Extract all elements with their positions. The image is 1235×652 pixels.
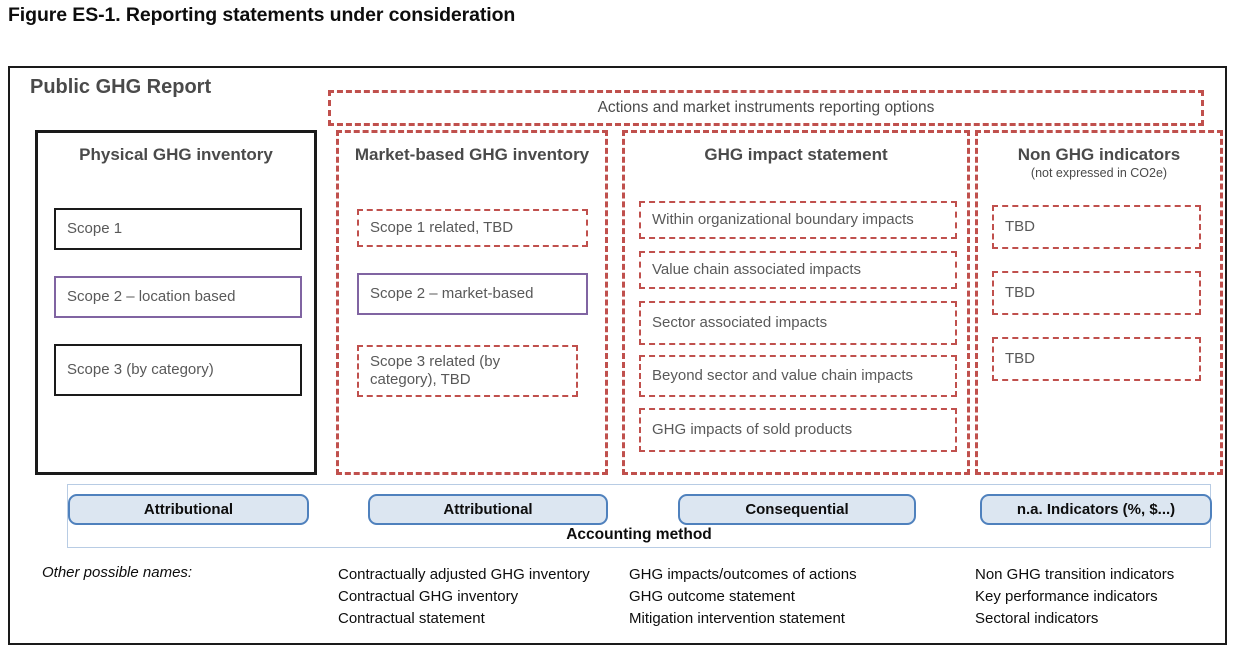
item-tbd-1: TBD [992, 205, 1201, 249]
item-label: Scope 1 [67, 219, 123, 237]
item-scope-3-by-category: Scope 3 (by category) [54, 344, 302, 396]
column-title-market: Market-based GHG inventory [339, 133, 605, 165]
column-title-impact: GHG impact statement [625, 133, 967, 165]
report-title: Public GHG Report [30, 76, 212, 98]
other-possible-names-row: Other possible names: Contractually adju… [35, 560, 1215, 638]
item-label: TBD [1005, 217, 1035, 235]
item-label: Beyond sector and value chain impacts [652, 366, 913, 384]
column-title-physical: Physical GHG inventory [38, 133, 314, 165]
other-name-line: Sectoral indicators [975, 610, 1099, 628]
accounting-button-na-indicators: n.a. Indicators (%, $...) [980, 494, 1212, 525]
item-label: Within organizational boundary impacts [652, 210, 914, 228]
other-name-line: Contractually adjusted GHG inventory [338, 566, 590, 583]
item-label: GHG impacts of sold products [652, 420, 853, 438]
item-scope-2-location-based: Scope 2 – location based [54, 276, 302, 318]
other-name-line: Contractual statement [338, 610, 485, 628]
column-title-text: Physical GHG inventory [79, 145, 273, 164]
column-physical-ghg-inventory: Physical GHG inventory Scope 1 Scope 2 –… [35, 130, 317, 475]
other-name-line: Key performance indicators [975, 588, 1158, 606]
other-name-line: GHG outcome statement [629, 588, 795, 606]
column-market-based-ghg-inventory: Market-based GHG inventory Scope 1 relat… [336, 130, 608, 475]
item-label: Scope 1 related, TBD [370, 218, 514, 236]
item-scope-1: Scope 1 [54, 208, 302, 250]
item-label: TBD [1005, 349, 1035, 367]
accounting-button-label: Attributional [143, 501, 234, 518]
other-names-group-nonghg: Non GHG transition indicators Key perfor… [975, 564, 1174, 631]
accounting-button-label: Attributional [443, 501, 533, 518]
accounting-method-panel: Attributional Attributional Consequentia… [67, 484, 1212, 548]
accounting-button-attributional-physical: Attributional [68, 494, 309, 525]
column-title-text: GHG impact statement [704, 145, 888, 164]
public-ghg-report-frame: Public GHG Report Actions and market ins… [8, 66, 1227, 645]
item-scope-3-related-tbd: Scope 3 related (by category), TBD [357, 345, 578, 397]
item-scope-2-market-based: Scope 2 – market-based [357, 273, 588, 315]
accounting-button-label: Consequential [745, 501, 849, 518]
other-name-line: Non GHG transition indicators [975, 566, 1175, 583]
item-label: Sector associated impacts [652, 313, 828, 331]
item-beyond-sector-and-value-chain-impacts: Beyond sector and value chain impacts [639, 355, 957, 397]
column-title-nonghg: Non GHG indicators (not expressed in CO2… [978, 133, 1220, 181]
other-name-line: GHG impacts/outcomes of actions [629, 566, 857, 583]
item-label: Scope 3 (by category) [67, 360, 214, 378]
accounting-method-label: Accounting method [566, 526, 712, 543]
item-tbd-3: TBD [992, 337, 1201, 381]
accounting-button-consequential: Consequential [678, 494, 916, 525]
other-name-line: Mitigation intervention statement [629, 610, 845, 628]
column-title-text: Market-based GHG inventory [354, 145, 590, 164]
item-label: TBD [1005, 283, 1035, 301]
figure-caption: Figure ES-1. Reporting statements under … [8, 4, 516, 26]
item-ghg-impacts-of-sold-products: GHG impacts of sold products [639, 408, 957, 452]
item-tbd-2: TBD [992, 271, 1201, 315]
column-non-ghg-indicators: Non GHG indicators (not expressed in CO2… [975, 130, 1223, 475]
item-within-organizational-boundary-impacts: Within organizational boundary impacts [639, 201, 957, 239]
item-label: Scope 2 – location based [67, 287, 236, 305]
actions-banner-label: Actions and market instruments reporting… [597, 99, 935, 116]
column-title-text: Non GHG indicators [1017, 145, 1181, 164]
accounting-button-label: n.a. Indicators (%, $...) [1016, 501, 1176, 518]
actions-and-market-instruments-banner: Actions and market instruments reporting… [328, 90, 1204, 126]
accounting-button-attributional-market: Attributional [368, 494, 608, 525]
other-possible-names-label: Other possible names: [42, 564, 193, 581]
item-label: Scope 3 related (by category), TBD [370, 352, 501, 388]
other-names-group-impact: GHG impacts/outcomes of actions GHG outc… [629, 564, 857, 631]
item-sector-associated-impacts: Sector associated impacts [639, 301, 957, 345]
item-value-chain-associated-impacts: Value chain associated impacts [639, 251, 957, 289]
column-ghg-impact-statement: GHG impact statement Within organization… [622, 130, 970, 475]
column-subtitle-text: (not expressed in CO2e) [1030, 166, 1168, 181]
item-label: Value chain associated impacts [652, 260, 862, 278]
item-scope-1-related-tbd: Scope 1 related, TBD [357, 209, 588, 247]
other-name-line: Contractual GHG inventory [338, 588, 519, 606]
item-label: Scope 2 – market-based [370, 284, 534, 302]
other-names-group-market: Contractually adjusted GHG inventory Con… [338, 564, 590, 631]
